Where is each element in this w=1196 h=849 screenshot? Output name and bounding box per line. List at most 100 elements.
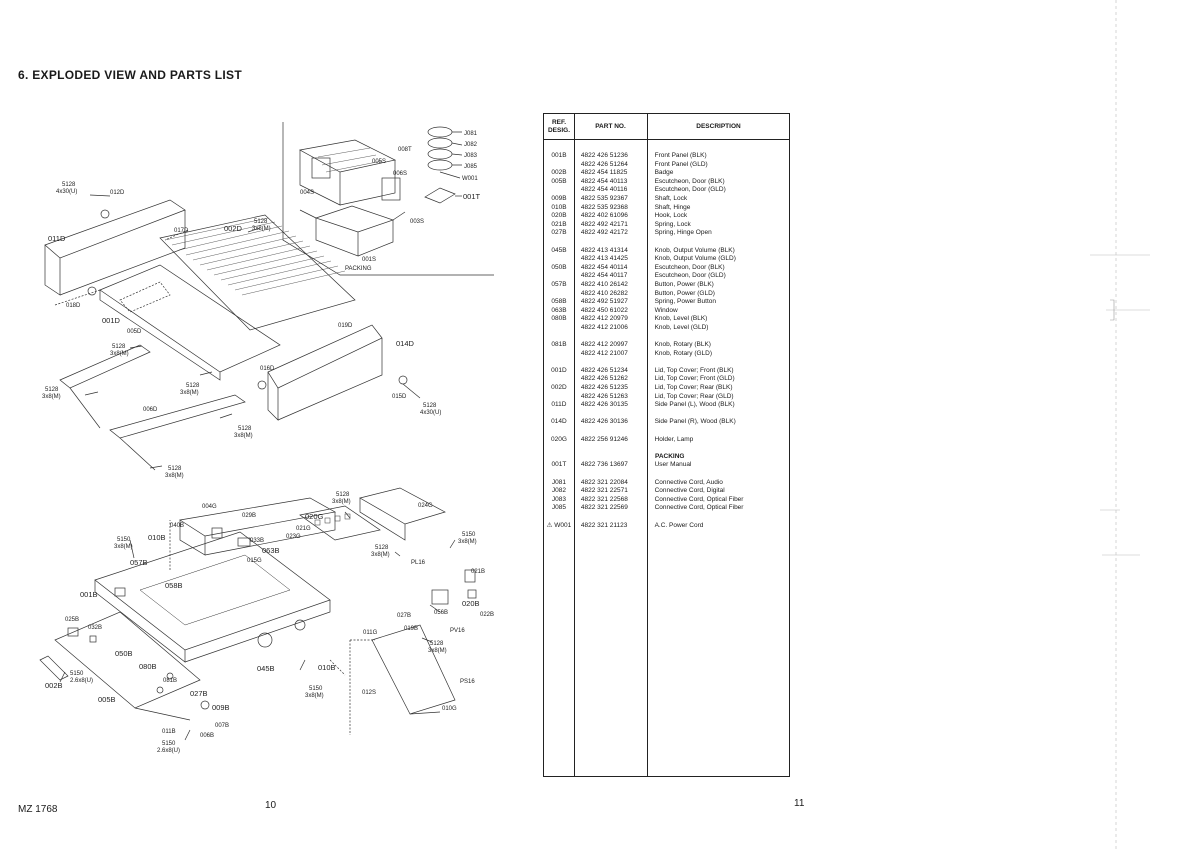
cell-ref-desig: 001B xyxy=(551,152,567,159)
label-001s: 001S xyxy=(362,257,376,263)
cell-ref-desig xyxy=(544,375,574,384)
cell-part-no: 4822 412 21007 xyxy=(580,349,628,357)
label-screw-4-size: 3x8(M) xyxy=(180,390,199,396)
cell-ref-desig: 002D xyxy=(551,384,567,392)
cell-description: Connective Cord, Audio xyxy=(654,478,723,486)
label-screw-14: 5150 xyxy=(70,671,84,677)
cell-description: Escutcheon, Door (GLD) xyxy=(654,186,726,194)
label-screw-7: 5128 xyxy=(238,426,252,432)
label-005b: 005B xyxy=(98,695,116,704)
cell-description: Spring, Power Button xyxy=(654,298,717,306)
label-015d: 015D xyxy=(392,394,407,400)
cell-ref-desig: 009B xyxy=(551,194,567,202)
label-screw-2-size: 3x8(M) xyxy=(252,226,271,232)
cell-part-no: 4822 535 92368 xyxy=(580,203,628,211)
label-006b: 006B xyxy=(200,733,214,739)
cell-part-no: 4822 492 42172 xyxy=(580,229,628,237)
label-screw-3: 5128 xyxy=(112,344,126,350)
cell-part-no: 4822 535 92367 xyxy=(580,194,628,202)
parts-list-table: REF. DESIG. PART NO. DESCRIPTION 001B 482… xyxy=(543,113,790,777)
model-code: MZ 1768 xyxy=(18,804,58,815)
cell-part-no: 4822 413 41314 xyxy=(580,246,628,254)
cell-description: Button, Power (GLD) xyxy=(654,289,715,297)
label-screw-11: 5128 xyxy=(375,545,389,551)
label-screw-7-size: 3x8(M) xyxy=(234,433,253,439)
label-018d: 018D xyxy=(66,303,81,309)
label-056b: 056B xyxy=(434,610,448,616)
label-012d: 012D xyxy=(110,190,125,196)
cell-description: Escutcheon, Door (BLK) xyxy=(654,177,725,185)
cell-description: User Manual xyxy=(654,461,692,469)
cell-part-no: 4822 410 26142 xyxy=(580,280,628,288)
header-part-no: PART NO. xyxy=(595,122,626,130)
label-024g: 024G xyxy=(418,503,433,509)
table-row: 4822 454 40116 Escutcheon, Door (GLD) xyxy=(544,186,789,195)
cell-part-no: 4822 321 22568 xyxy=(580,495,628,503)
label-006d: 006D xyxy=(143,407,158,413)
label-080b: 080B xyxy=(139,662,157,671)
cell-ref-desig: J085 xyxy=(551,504,566,512)
label-011b: 011B xyxy=(162,729,176,735)
cell-part-no: 4822 454 11825 xyxy=(580,169,628,177)
cell-part-no: 4822 321 21123 xyxy=(580,521,628,529)
cell-description: Front Panel (BLK) xyxy=(654,152,707,159)
label-015g: 015G xyxy=(247,558,262,564)
exploded-view-diagram: J081 J082 J083 J085 W001 008T 005S 006S … xyxy=(39,122,494,754)
label-009b: 009B xyxy=(212,703,230,712)
cell-part-no: 4822 426 30136 xyxy=(580,418,628,426)
cell-description: Shaft, Lock xyxy=(654,194,688,202)
cell-part-no: 4822 454 40116 xyxy=(580,186,628,194)
cell-description: Side Panel (L), Wood (BLK) xyxy=(654,401,735,409)
cell-ref-desig xyxy=(544,324,574,333)
label-022b: 022B xyxy=(480,612,494,618)
cell-part-no: 4822 426 51234 xyxy=(580,366,628,374)
cell-part-no: 4822 426 51235 xyxy=(580,384,628,392)
cell-description: Connective Cord, Optical Fiber xyxy=(654,495,744,503)
label-008t: 008T xyxy=(398,147,412,153)
cell-part-no: 4822 492 51927 xyxy=(580,298,628,306)
cell-description: Holder, Lamp xyxy=(654,435,694,443)
cell-ref-desig xyxy=(544,290,574,299)
label-021b: 021B xyxy=(471,569,485,575)
label-032b: 032B xyxy=(88,625,102,631)
cell-ref-desig: 020B xyxy=(551,212,567,220)
label-027b: 027B xyxy=(397,613,411,619)
cell-description: Connective Cord, Optical Fiber xyxy=(654,504,744,512)
cell-description: Badge xyxy=(654,169,674,177)
table-header: REF. DESIG. PART NO. DESCRIPTION xyxy=(544,114,789,140)
cell-ref-desig: 021B xyxy=(551,220,567,228)
label-screw-11-size: 3x8(M) xyxy=(371,552,390,558)
cell-ref-desig xyxy=(544,393,574,402)
cell-description: Lid, Top Cover; Rear (BLK) xyxy=(654,384,733,392)
label-screw-6: 5128 xyxy=(423,403,437,409)
cell-part-no: 4822 321 22569 xyxy=(580,504,628,512)
table-row: 009B 4822 535 92367 Shaft, Lock xyxy=(544,195,789,204)
label-004s: 004S xyxy=(300,190,314,196)
cell-ref-desig xyxy=(544,272,574,281)
header-description: DESCRIPTION xyxy=(696,122,741,130)
cell-ref-desig: 020G xyxy=(550,435,567,443)
cell-ref-desig: 011D xyxy=(551,401,567,409)
label-010b: 010B xyxy=(148,533,166,542)
label-j082: J082 xyxy=(464,142,478,148)
cell-ref-desig xyxy=(544,255,574,264)
label-screw-13: 5128 xyxy=(430,641,444,647)
cell-ref-desig: J082 xyxy=(551,487,566,495)
cell-description: Spring, Lock xyxy=(654,220,691,228)
